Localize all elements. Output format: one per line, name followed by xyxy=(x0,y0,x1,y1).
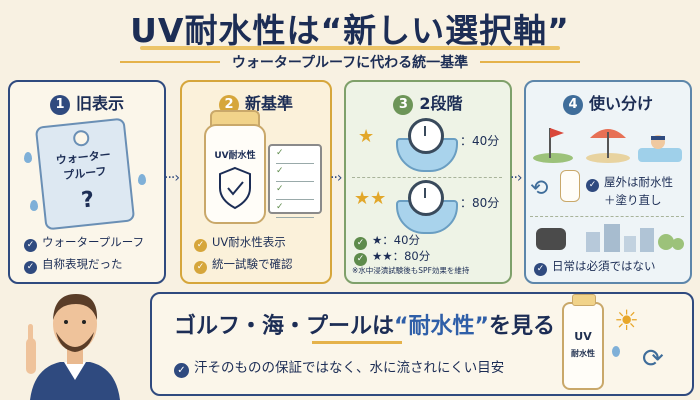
bullet-item: ✓ 屋外は耐水性 xyxy=(586,174,673,192)
panel-usage: 4 使い分け ⟲ ✓ 屋外は耐水性 ＋塗り直し ✓ 日常は必須ではない xyxy=(524,80,692,284)
refresh-icon: ⟳ xyxy=(642,344,664,374)
summary-title-prefix: ゴルフ・海・プールは xyxy=(174,314,395,339)
bullet-text-continued: ＋塗り直し xyxy=(604,193,662,207)
subtitle-line-right xyxy=(480,61,580,63)
panel-heading: 3 2段階 xyxy=(346,90,510,115)
bottom-summary-panel: ゴルフ・海・プールは“耐水性”を見る ✓ 汗そのものの保証ではなく、水に流されにく… xyxy=(150,292,694,396)
clipboard-icon xyxy=(268,144,322,218)
bullet-text: UV耐水性表示 xyxy=(212,235,286,249)
check-icon: ✓ xyxy=(354,253,367,266)
panel-title: 旧表示 xyxy=(75,94,124,113)
check-icon: ✓ xyxy=(534,263,547,276)
bullet-text: 日常は必須ではない xyxy=(552,259,656,273)
question-mark: ? xyxy=(80,187,96,214)
duration-label: ：80分 xyxy=(460,196,500,210)
dotted-arrow-icon: ···› xyxy=(164,170,180,186)
check-icon: ✓ xyxy=(24,261,37,274)
check-icon: ✓ xyxy=(586,179,599,192)
bottle-label-line-2: 耐水性 xyxy=(571,349,595,358)
stopwatch-icon xyxy=(408,118,444,154)
bullet-text: ★：40分 xyxy=(372,233,420,247)
bullet-item: ✓ ★★：80分 xyxy=(354,248,430,266)
bullet-item: ✓ ウォータープルーフ xyxy=(24,234,144,252)
outdoor-scenes xyxy=(533,128,682,163)
footnote: ※水中浸漬試験後もSPF効果を維持 xyxy=(352,266,470,275)
page-subtitle: ウォータープルーフに代わる統一基準 xyxy=(231,55,469,71)
panel-title: 新基準 xyxy=(244,94,293,113)
bullet-item: ✓ 統一試験で確認 xyxy=(194,256,293,274)
summary-title: ゴルフ・海・プールは“耐水性”を見る xyxy=(174,308,555,340)
sunscreen-bottle-icon: UV耐水性 xyxy=(204,124,266,224)
dotted-arrow-icon: ··› xyxy=(510,170,522,186)
panel-old-label: 1 旧表示 ウォーター プルーフ ? ✓ ウォータープルーフ ✓ 自称表現だった xyxy=(8,80,166,284)
check-icon: ✓ xyxy=(354,237,367,250)
golf-flag-icon xyxy=(533,128,573,163)
divider xyxy=(352,177,502,178)
step-number: 4 xyxy=(562,95,583,115)
sun-icon: ☀ xyxy=(614,304,640,337)
panel-title: 使い分け xyxy=(588,94,653,113)
bullet-item: ✓ 日常は必須ではない xyxy=(534,258,656,276)
summary-note-text: 汗そのものの保証ではなく、水に流されにくい目安 xyxy=(194,360,505,376)
bottle-label-line-1: UV xyxy=(574,330,592,343)
star-rating-icon: ★★ xyxy=(354,188,387,209)
bottle-label: UV耐水性 xyxy=(214,151,256,161)
check-icon: ✓ xyxy=(174,363,189,378)
sunscreen-bottle-icon: UV 耐水性 xyxy=(562,294,604,390)
water-drop-icon xyxy=(612,346,620,357)
panel-heading: 4 使い分け xyxy=(526,90,690,115)
presenter-illustration xyxy=(26,294,120,400)
dotted-arrow-icon: ··› xyxy=(330,170,342,186)
water-drop-icon xyxy=(138,174,146,185)
bullet-text: 屋外は耐水性 xyxy=(604,175,673,189)
bullet-text: ウォータープルーフ xyxy=(42,235,145,249)
check-icon: ✓ xyxy=(194,239,207,252)
bullet-text: 自称表現だった xyxy=(42,257,123,271)
summary-title-suffix: を見る xyxy=(488,314,555,339)
briefcase-icon xyxy=(536,228,566,250)
duration-label: ：40分 xyxy=(460,134,500,148)
tag-text: ウォーター プルーフ xyxy=(40,146,129,187)
bullet-item: ✓ UV耐水性表示 xyxy=(194,234,286,252)
bullet-text: ★★：80分 xyxy=(372,249,431,263)
panel-heading: 1 旧表示 xyxy=(10,90,164,115)
beach-umbrella-icon xyxy=(586,129,630,163)
star-rating-icon: ★ xyxy=(358,126,375,147)
water-drop-icon xyxy=(30,200,38,211)
city-buildings-icon xyxy=(586,224,684,252)
check-icon: ✓ xyxy=(24,239,37,252)
bullet-item: ✓ ★：40分 xyxy=(354,232,420,250)
summary-title-highlight: “耐水性” xyxy=(394,314,489,339)
tag-hole xyxy=(72,129,91,147)
swimmer-icon xyxy=(638,135,682,162)
page-title: UV耐水性は“新しい選択軸” xyxy=(130,11,570,50)
stopwatch-icon xyxy=(408,180,444,216)
water-drop-icon xyxy=(24,152,32,163)
subtitle-line-left xyxy=(120,61,220,63)
tag-illustration: ウォーター プルーフ ? xyxy=(34,117,136,231)
panel-title: 2段階 xyxy=(419,94,463,113)
bullet-item: ✓ 自称表現だった xyxy=(24,256,123,274)
step-number: 1 xyxy=(49,95,70,115)
panel-two-levels: 3 2段階 ★ ：40分 ★★ ：80分 ✓ ★：40分 ✓ ★★：80分 ※水中浸漬… xyxy=(344,80,512,284)
highlight-underline xyxy=(312,341,402,344)
bottle-cap xyxy=(572,294,596,306)
check-icon: ✓ xyxy=(194,261,207,274)
step-number: 3 xyxy=(393,95,414,115)
refresh-icon: ⟲ xyxy=(530,176,549,201)
bullet-text: 統一試験で確認 xyxy=(212,257,293,271)
divider xyxy=(530,216,684,217)
summary-note: ✓ 汗そのものの保証ではなく、水に流されにくい目安 xyxy=(174,356,504,378)
sunscreen-bottle-icon xyxy=(560,170,580,202)
shield-icon xyxy=(219,166,251,210)
title-underline xyxy=(140,46,560,50)
